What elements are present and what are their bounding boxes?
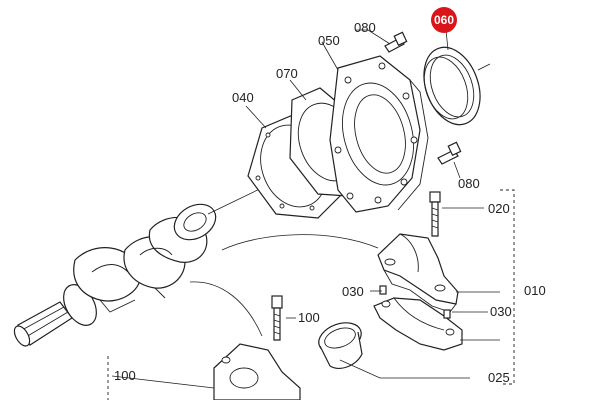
label-060: 060 <box>434 13 454 27</box>
connector-curve-lower <box>189 281 263 337</box>
connector-curve-upper <box>221 234 379 251</box>
label-020: 020 <box>488 201 510 216</box>
housing-050 <box>329 55 429 213</box>
label-030-left: 030 <box>342 284 364 299</box>
bearing-case-upper <box>377 233 459 313</box>
label-030-right: 030 <box>490 304 512 319</box>
label-080-upper: 080 <box>354 20 376 35</box>
label-100-lower: 100 <box>114 368 136 383</box>
label-010: 010 <box>524 283 546 298</box>
label-080-lower: 080 <box>458 176 480 191</box>
label-050: 050 <box>318 33 340 48</box>
highlight-badge <box>431 7 457 33</box>
label-100-upper: 100 <box>298 310 320 325</box>
bearing-025 <box>318 322 363 369</box>
bolt-020 <box>429 191 441 237</box>
label-060-highlight: 060 <box>431 7 457 33</box>
label-040: 040 <box>232 90 254 105</box>
bolt-080-upper <box>384 31 408 53</box>
bracket-010 <box>500 189 515 385</box>
bearing-case-bottom <box>213 343 301 400</box>
leader-025 <box>339 359 470 379</box>
bolt-080-lower <box>437 141 462 165</box>
pin-030-right <box>443 309 451 319</box>
bolt-100 <box>271 295 283 341</box>
bearing-case-lower <box>373 297 463 351</box>
label-070: 070 <box>276 66 298 81</box>
label-025: 025 <box>488 370 510 385</box>
pin-030-left <box>379 285 387 295</box>
oil-seal-060 <box>423 46 491 126</box>
crankshaft <box>13 183 271 347</box>
